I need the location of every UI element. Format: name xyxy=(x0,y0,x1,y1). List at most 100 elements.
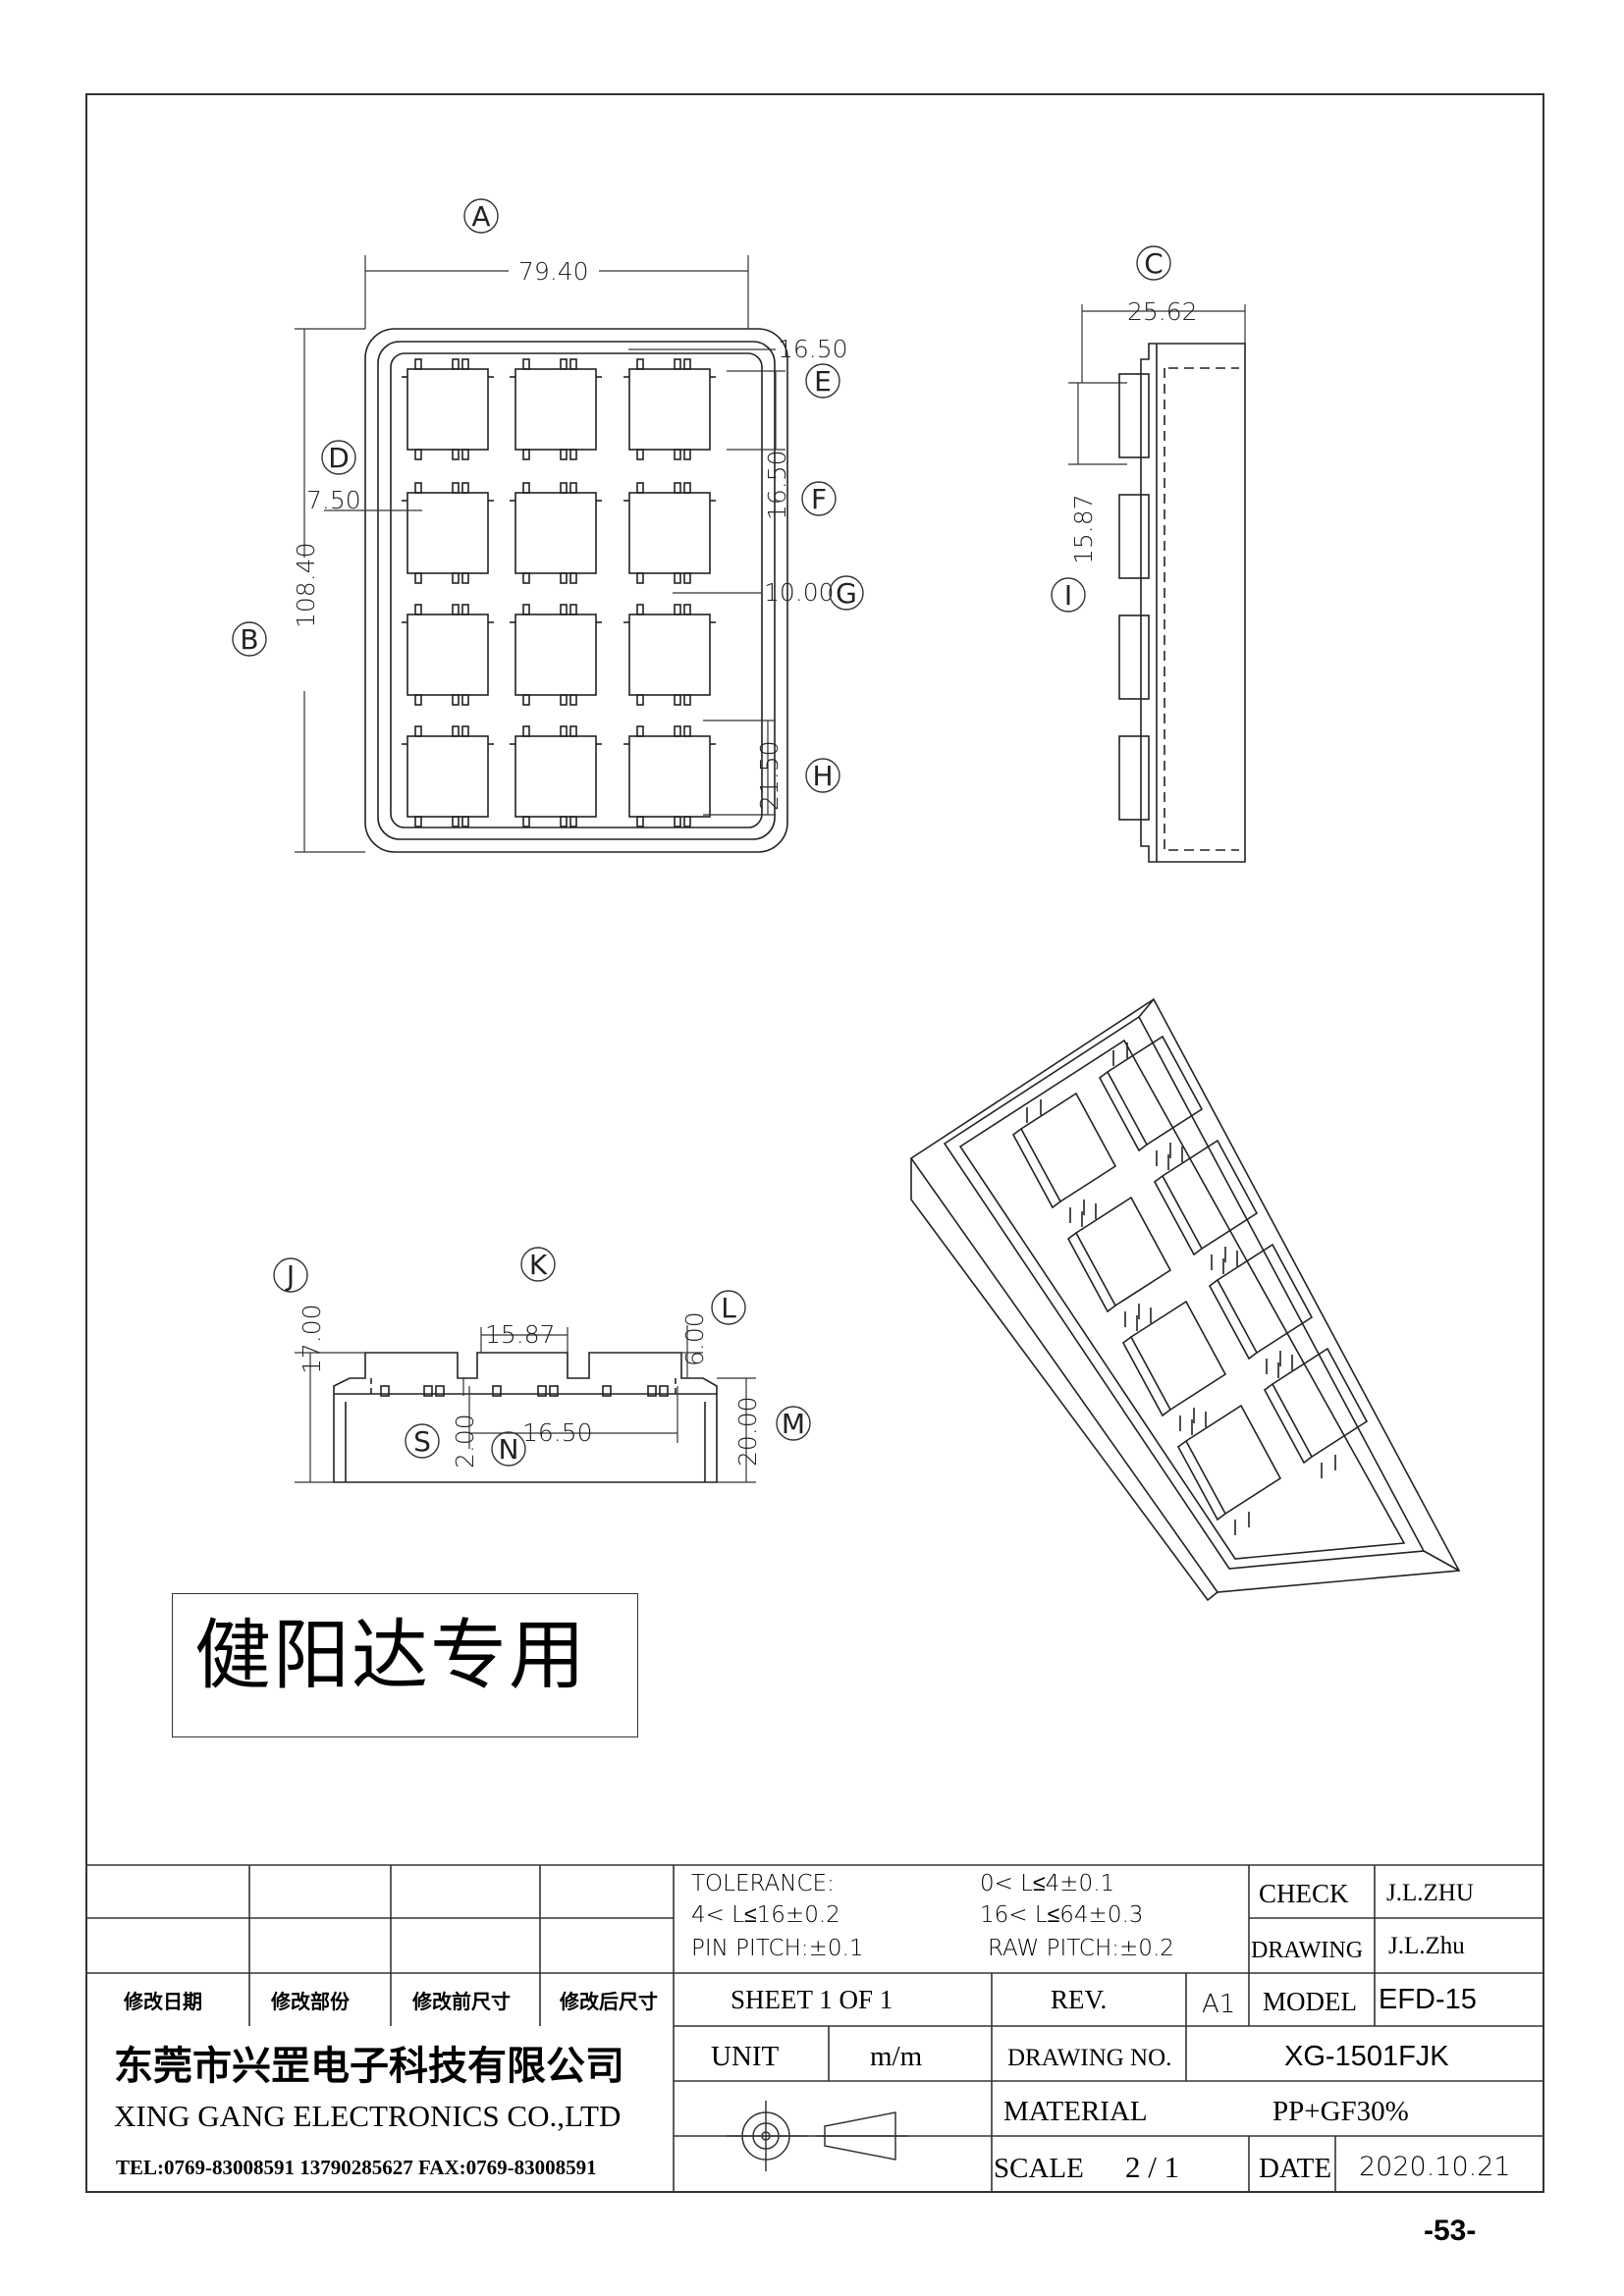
pin-mark xyxy=(423,1385,433,1397)
label-a: A xyxy=(471,200,490,233)
cavity-cell xyxy=(510,482,602,584)
cell-grid xyxy=(402,358,716,828)
stamp-text: 健阳达专用 xyxy=(194,1612,588,1700)
customer-stamp: 健阳达专用 xyxy=(172,1593,638,1737)
tray-outer xyxy=(364,328,788,853)
dim-15-87-i: 15.87 xyxy=(1069,494,1098,564)
dim-108-40: 108.40 xyxy=(292,543,320,628)
dim-6-00: 6.00 xyxy=(680,1311,709,1366)
unit-label: UNIT xyxy=(711,2041,780,2072)
cavity-cell xyxy=(623,604,716,706)
label-j: J xyxy=(285,1259,295,1292)
unit-value: m/m xyxy=(870,2041,923,2072)
label-k: K xyxy=(529,1249,548,1281)
pin-mark xyxy=(659,1385,669,1397)
pin-mark xyxy=(602,1385,612,1397)
projection-symbol-icon xyxy=(727,2101,907,2171)
check-value: J.L.ZHU xyxy=(1386,1880,1474,1906)
material-value: PP+GF30% xyxy=(1272,2096,1409,2127)
balloons xyxy=(232,198,1171,1467)
cavity-cell xyxy=(402,604,494,706)
front-view-dim-text: 17.00 15.87 6.00 20.00 16.50 2.00 xyxy=(298,1304,762,1468)
label-i: I xyxy=(1064,579,1072,612)
top-view-dim-text: 79.40 108.40 16.50 16.50 7.50 10.00 21.5… xyxy=(292,257,1198,811)
side-view xyxy=(1118,343,1246,863)
company-name-en: XING GANG ELECTRONICS CO.,LTD xyxy=(114,2099,621,2133)
dim-10-00: 10.00 xyxy=(764,578,835,607)
pin-mark xyxy=(549,1385,559,1397)
check-label: CHECK xyxy=(1259,1879,1349,1908)
cavity-cell xyxy=(623,358,716,460)
material-label: MATERIAL xyxy=(1003,2096,1148,2127)
date-value: 2020.10.21 xyxy=(1359,2152,1511,2182)
rev-before-header: 修改前尺寸 xyxy=(411,1990,511,2013)
title-block-text: TOLERANCE: 0< L≤4±0.1 4< L≤16±0.2 16< L≤… xyxy=(114,1871,1511,2184)
sheet-border xyxy=(85,93,1544,2193)
model-label: MODEL xyxy=(1263,1987,1357,2016)
top-view xyxy=(364,328,788,853)
dim-7-50: 7.50 xyxy=(306,486,361,514)
iso-cavity xyxy=(1153,1139,1259,1270)
label-d: D xyxy=(328,442,350,474)
label-g: G xyxy=(836,577,857,610)
pin-pitch: PIN PITCH:±0.1 xyxy=(691,1936,863,1961)
iso-cavity xyxy=(1066,1196,1172,1327)
iso-cavity xyxy=(1098,1035,1204,1166)
drawing-no-value: XG-1501FJK xyxy=(1284,2041,1449,2072)
iso-cavity xyxy=(1263,1347,1369,1478)
label-n: N xyxy=(499,1433,519,1466)
dim-25-62: 25.62 xyxy=(1127,297,1198,326)
isometric-view xyxy=(909,997,1461,1602)
company-name-cn: 东莞市兴罡电子科技有限公司 xyxy=(114,2044,624,2089)
model-value: EFD-15 xyxy=(1379,1984,1477,2015)
drawing-value: J.L.Zhu xyxy=(1388,1933,1465,1959)
label-h: H xyxy=(812,760,833,792)
balloon-letters: A B C D E F G H I J K L M N S xyxy=(240,200,1163,1466)
top-view-dimensions xyxy=(295,255,1246,853)
label-l: L xyxy=(721,1292,736,1324)
sheet-count: SHEET 1 OF 1 xyxy=(731,1985,893,2014)
dim-16-50-e: 16.50 xyxy=(778,335,848,363)
pin-mark xyxy=(537,1385,547,1397)
label-s: S xyxy=(413,1425,431,1458)
label-e: E xyxy=(814,365,832,398)
label-f: F xyxy=(811,483,827,515)
tolerance-2: 4< L≤16±0.2 xyxy=(691,1902,840,1928)
dim-15-87-k: 15.87 xyxy=(485,1320,556,1349)
pin-mark xyxy=(647,1385,657,1397)
drawing-no-label: DRAWING NO. xyxy=(1007,2045,1171,2071)
pin-mark xyxy=(435,1385,445,1397)
front-view xyxy=(333,1352,718,1483)
pin-mark xyxy=(380,1385,390,1397)
rev-after-header: 修改后尺寸 xyxy=(559,1990,658,2013)
tray-floor xyxy=(390,352,763,828)
scale-value: 2 / 1 xyxy=(1125,2150,1179,2184)
rev-date-header: 修改日期 xyxy=(123,1990,202,2013)
dim-20-00: 20.00 xyxy=(733,1396,762,1467)
cavity-cell xyxy=(623,725,716,828)
pin-mark xyxy=(492,1385,502,1397)
cavity-cell xyxy=(402,725,494,828)
page-number: -53- xyxy=(1424,2215,1476,2247)
company-contact: TEL:0769-83008591 13790285627 FAX:0769-8… xyxy=(116,2156,597,2179)
tolerance-label: TOLERANCE: xyxy=(691,1871,835,1896)
scale-label: SCALE xyxy=(994,2153,1084,2184)
dim-17-00: 17.00 xyxy=(298,1304,326,1374)
iso-cavity xyxy=(1176,1404,1282,1535)
title-block-lines xyxy=(86,1864,1543,2192)
iso-cavity xyxy=(1121,1300,1227,1431)
dim-21-50: 21.50 xyxy=(755,740,784,811)
dim-16-50-n: 16.50 xyxy=(522,1418,593,1447)
front-view-dimensions xyxy=(295,1325,756,1483)
rev-part-header: 修改部份 xyxy=(270,1990,351,2013)
cavity-cell xyxy=(402,358,494,460)
label-b: B xyxy=(240,623,258,656)
cavity-cell xyxy=(510,358,602,460)
tolerance-1: 0< L≤4±0.1 xyxy=(980,1871,1114,1896)
label-c: C xyxy=(1144,247,1164,280)
cavity-cell xyxy=(510,725,602,828)
tray-inner xyxy=(377,341,776,840)
tolerance-3: 16< L≤64±0.3 xyxy=(980,1902,1143,1928)
date-label: DATE xyxy=(1259,2153,1331,2184)
